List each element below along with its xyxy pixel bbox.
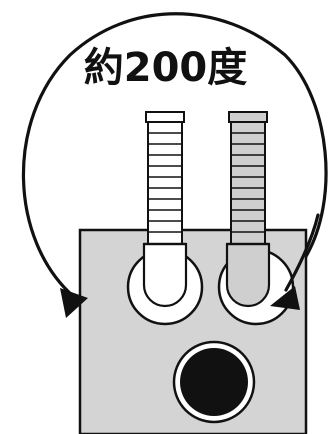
arrowhead-icon-left xyxy=(60,288,88,318)
rotation-arc xyxy=(21,12,328,298)
rotation-arc-right-end xyxy=(284,213,320,292)
bottom-hole xyxy=(180,348,248,416)
left-hose xyxy=(142,111,188,308)
right-hose xyxy=(225,111,271,308)
rotation-angle-label: 約200度 xyxy=(83,45,248,91)
arrowhead-icon-right xyxy=(270,286,300,310)
